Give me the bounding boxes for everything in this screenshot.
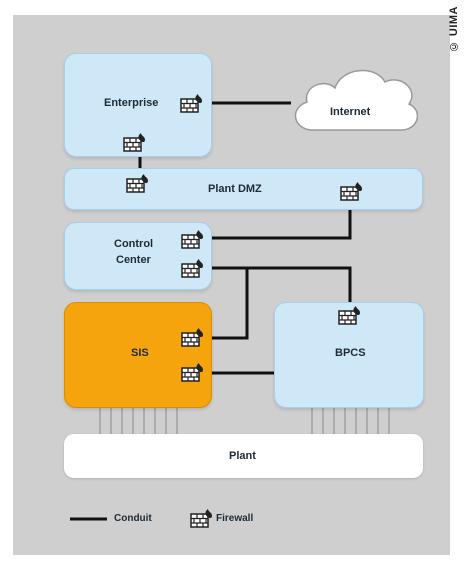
firewall-icon <box>126 173 149 193</box>
firewall-icon <box>181 258 204 278</box>
conduit-control-bpcs <box>247 266 352 303</box>
conduit-control-sis <box>209 266 249 340</box>
firewall-icon <box>340 181 363 201</box>
control-center-label-line2: Center <box>116 254 151 266</box>
internet-label: Internet <box>330 106 371 118</box>
sis-label: SIS <box>131 347 149 359</box>
firewall-icon <box>123 132 146 152</box>
firewall-icon <box>181 229 204 249</box>
enterprise-label: Enterprise <box>104 97 159 109</box>
internet-cloud <box>294 69 419 131</box>
legend-conduit-label: Conduit <box>114 513 152 524</box>
plant-dmz-label: Plant DMZ <box>208 183 262 195</box>
plant-label: Plant <box>229 450 256 462</box>
firewall-icon <box>181 327 204 347</box>
firewall-icon <box>181 362 204 382</box>
conduit-dmz-control <box>209 197 352 240</box>
sis-zone <box>64 302 212 408</box>
control-center-zone <box>64 222 212 290</box>
bpcs-label: BPCS <box>335 347 366 359</box>
firewall-icon <box>180 93 203 113</box>
plant-dmz-zone <box>64 168 423 210</box>
control-center-label-line1: Control <box>114 238 154 250</box>
plant-zone <box>64 434 423 478</box>
legend-firewall-label: Firewall <box>216 513 254 524</box>
firewall-icon <box>338 305 361 325</box>
firewall-icon <box>190 508 213 528</box>
